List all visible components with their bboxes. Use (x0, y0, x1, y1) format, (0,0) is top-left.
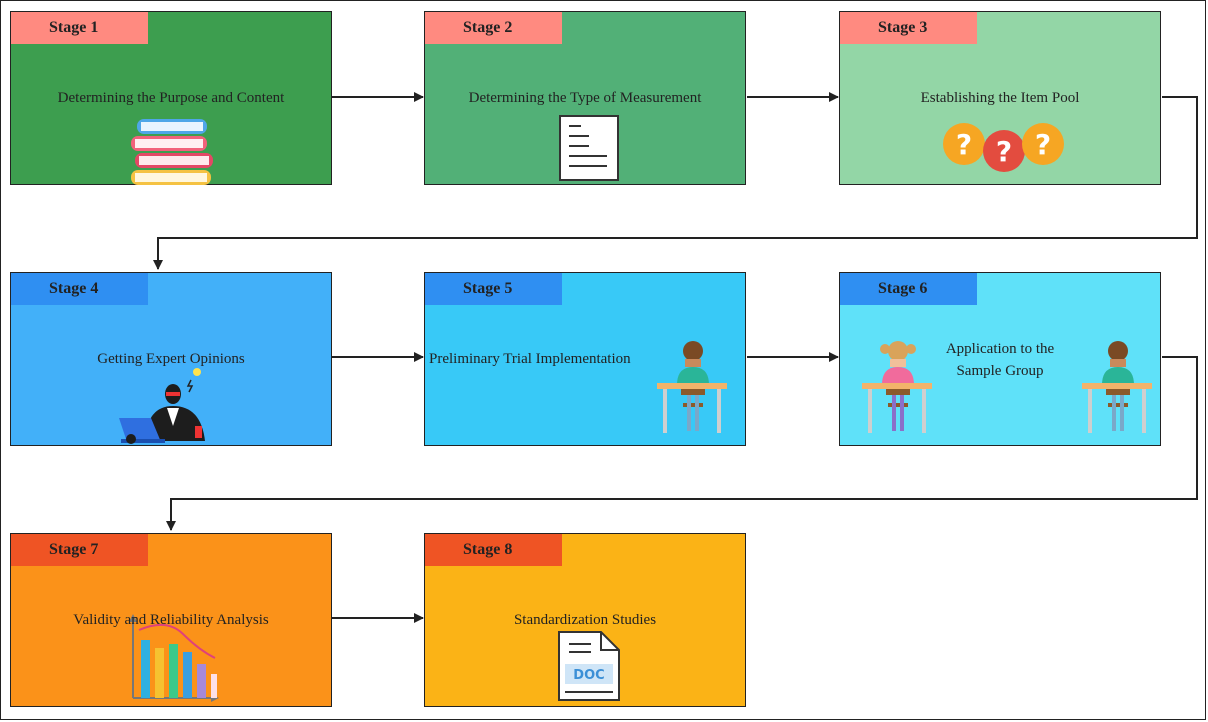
stage-7-box: Stage 7 Validity and Reliability Analysi… (10, 533, 332, 707)
arrow-6-to-7 (166, 356, 1198, 531)
stage-tab: Stage 1 (11, 12, 148, 44)
stage-tab: Stage 8 (425, 534, 562, 566)
stage-5-box: Stage 5 Preliminary Trial Implementation (424, 272, 746, 446)
stage-title: Establishing the Item Pool (920, 90, 1080, 106)
stage-title: Standardization Studies (513, 612, 657, 628)
stage-6-box: Stage 6 Application to the Sample Group (839, 272, 1161, 446)
stage-3-box: Stage 3 Establishing the Item Pool ? ? ? (839, 11, 1161, 185)
stage-title: Validity and Reliability Analysis (73, 612, 269, 628)
question-marks-icon: ? ? ? (943, 123, 1064, 172)
stage-tab: Stage 7 (11, 534, 148, 566)
stage-title-line-1: Application to the (945, 341, 1055, 357)
stage-title-line-2: Sample Group (956, 363, 1044, 379)
stage-1-box: Stage 1 Determining the Purpose and Cont… (10, 11, 332, 185)
doc-file-icon: DOC (558, 631, 620, 701)
books-icon (131, 119, 213, 185)
student-at-desk-icon (657, 341, 727, 433)
stage-8-box: Stage 8 Standardization Studies DOC (424, 533, 746, 707)
stage-tab: Stage 2 (425, 12, 562, 44)
stage-tab: Stage 4 (11, 273, 148, 305)
stage-tab: Stage 3 (840, 12, 977, 44)
bar-chart-icon (129, 614, 219, 702)
stage-title: Getting Expert Opinions (97, 351, 245, 367)
stage-title: Determining the Type of Measurement (468, 90, 702, 106)
stage-title: Determining the Purpose and Content (57, 90, 285, 106)
boy-at-desk-icon (1082, 341, 1152, 433)
stage-4-box: Stage 4 Getting Expert Opinions (10, 272, 332, 446)
stage-tab: Stage 6 (840, 273, 977, 305)
stage-tab: Stage 5 (425, 273, 562, 305)
document-icon (559, 115, 619, 181)
stage-2-box: Stage 2 Determining the Type of Measurem… (424, 11, 746, 185)
svg-text:?: ? (1035, 128, 1051, 161)
svg-text:?: ? (996, 135, 1012, 168)
arrow-3-to-4 (153, 96, 1198, 270)
stage-title: Preliminary Trial Implementation (429, 351, 631, 367)
svg-text:DOC: DOC (573, 668, 604, 683)
svg-text:?: ? (956, 128, 972, 161)
girl-at-desk-icon (862, 341, 932, 433)
expert-at-laptop-icon (119, 368, 205, 444)
